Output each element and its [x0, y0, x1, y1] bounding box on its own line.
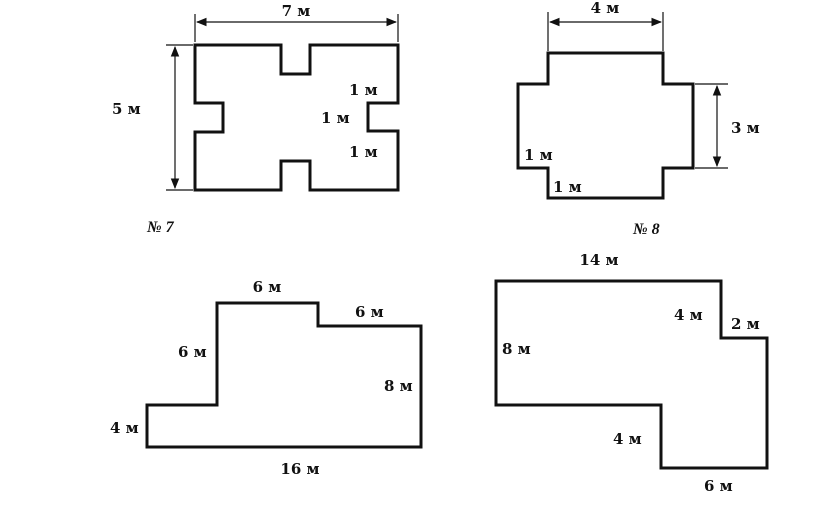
figure-bottom-left: 6 м 6 м 6 м 8 м 4 м 16 м	[110, 278, 423, 478]
figure-7-notch-depth-label: 1 м	[321, 109, 350, 127]
figure-8-outline	[516, 51, 695, 200]
figure-7-notch-lower-label: 1 м	[349, 143, 378, 161]
figure-bottom-right-top-label: 14 м	[579, 251, 618, 269]
figure-bottom-right: 14 м 4 м 2 м 8 м 4 м 6 м	[494, 251, 769, 495]
figure-8-step-horizontal-label: 1 м	[553, 178, 582, 196]
figure-bottom-right-inner-top-label: 4 м	[674, 306, 703, 324]
figure-bottom-left-right-label: 8 м	[384, 377, 413, 395]
figure-bottom-right-inner-lower-label: 4 м	[613, 430, 642, 448]
figure-bottom-right-bottom-label: 6 м	[704, 477, 733, 495]
figure-8-width-label: 4 м	[591, 0, 620, 17]
figure-bottom-right-right-step-label: 2 м	[731, 315, 760, 333]
figure-bottom-left-bottom-label: 16 м	[280, 460, 319, 478]
figure-8-step-vertical-label: 1 м	[524, 146, 553, 164]
figure-7-notch-upper-label: 1 м	[349, 81, 378, 99]
figure-7-height-label: 5 м	[112, 100, 141, 118]
figure-8: 4 м 3 м 1 м 1 м № 8	[516, 0, 760, 238]
figure-bottom-right-left-label: 8 м	[502, 340, 531, 358]
figure-8-number: № 8	[632, 221, 660, 238]
figure-7-width-label: 7 м	[282, 2, 311, 20]
figure-bottom-right-outline	[494, 279, 769, 470]
figure-bottom-left-outline	[145, 301, 423, 449]
figure-7-number: № 7	[146, 219, 175, 236]
figure-7-outline	[193, 43, 400, 192]
figure-bottom-left-top-label: 6 м	[253, 278, 282, 296]
figure-bottom-left-left-lower-label: 4 м	[110, 419, 139, 437]
figure-bottom-left-step-label: 6 м	[355, 303, 384, 321]
figure-8-height-label: 3 м	[731, 119, 760, 137]
figure-7: 7 м 5 м 1 м 1 м 1 м № 7	[112, 2, 400, 236]
figure-bottom-left-left-upper-label: 6 м	[178, 343, 207, 361]
